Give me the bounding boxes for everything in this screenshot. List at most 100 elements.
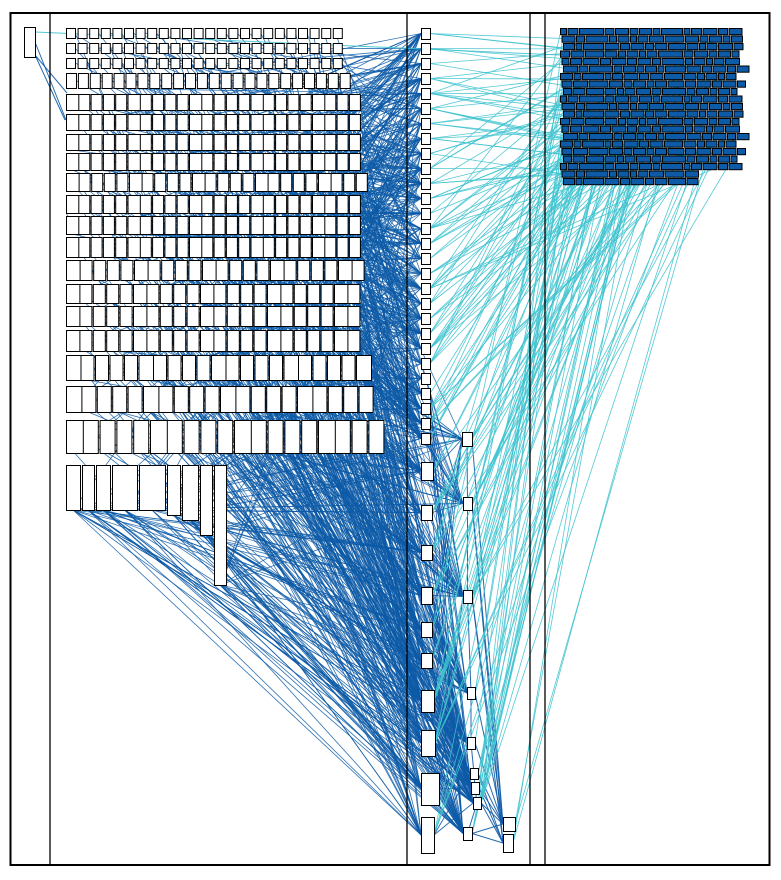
layer3-node-25 [421, 403, 431, 415]
layer2-node-214 [343, 173, 356, 192]
layer2-node-410 [266, 386, 282, 413]
layer2-node-233 [275, 195, 288, 214]
layer2-node-139 [299, 114, 312, 131]
layer2-node-33 [170, 43, 181, 54]
layer2-node-32 [158, 43, 169, 54]
layer3-node-36 [421, 773, 440, 806]
layer4-node-94 [697, 73, 705, 81]
layer2-node-82 [185, 73, 196, 89]
layer4-node-117 [624, 88, 636, 96]
layer4-node-114 [586, 88, 604, 96]
layer4-node-20 [637, 35, 649, 43]
layer2-node-186 [287, 153, 300, 171]
layer2-node-429 [267, 420, 284, 454]
layer2-node-352 [334, 306, 349, 327]
edge-1224 [480, 79, 722, 804]
layer3-branch-node-3 [467, 687, 476, 700]
layer4-node-38 [699, 43, 706, 51]
layer2-node-232 [262, 195, 275, 214]
layer2-node-18 [274, 28, 285, 39]
layer2-node-28 [112, 43, 123, 54]
layer2-node-102 [139, 94, 152, 111]
edge-937 [205, 534, 422, 836]
edge-956 [219, 584, 422, 661]
edge-1192 [429, 168, 640, 319]
layer4-node-17 [609, 35, 617, 43]
layer2-node-64 [251, 58, 262, 69]
layer4-node-182 [561, 125, 570, 133]
layer2-node-133 [225, 114, 238, 131]
layer4-node-275 [685, 170, 699, 178]
layer2-node-329 [320, 284, 334, 304]
layer2-node-121 [78, 114, 91, 131]
edge-1064 [471, 161, 731, 597]
layer2-node-375 [347, 330, 361, 352]
layer4-node-231 [655, 148, 667, 156]
edge-1025 [471, 438, 504, 825]
layer2-node-283 [299, 237, 312, 258]
layer4-node-21 [649, 35, 664, 43]
layer2-node-358 [119, 330, 133, 352]
layer4-node-77 [657, 65, 665, 73]
edge-1183 [434, 131, 707, 744]
layer4-node-170 [585, 118, 604, 126]
layer2-node-181 [225, 153, 238, 171]
edge-1213 [429, 123, 561, 229]
layer2-node-237 [324, 195, 337, 214]
layer4-node-180 [718, 118, 731, 126]
layer4-node-143 [609, 103, 617, 111]
layer4-node-150 [699, 103, 709, 111]
layer4-node-28 [563, 43, 575, 51]
layer2-node-342 [200, 306, 215, 327]
layer4-node-251 [730, 155, 738, 163]
layer2-node-347 [267, 306, 282, 327]
nodes-group [24, 27, 750, 854]
layer4-node-9 [683, 28, 691, 36]
layer2-node-77 [125, 73, 137, 89]
edge-1038 [471, 823, 504, 834]
layer4-node-42 [560, 50, 570, 58]
layer2-node-357 [106, 330, 120, 352]
layer4-node-34 [645, 43, 654, 51]
layer2-node-276 [213, 237, 226, 258]
edge-807 [207, 452, 422, 790]
layer2-node-88 [256, 73, 268, 89]
layer2-node-325 [267, 284, 282, 304]
layer4-node-11 [702, 28, 718, 36]
layer2-node-360 [146, 330, 160, 352]
layer4-node-52 [694, 50, 708, 58]
layer2-node-391 [283, 355, 300, 381]
layer2-node-72 [66, 73, 77, 89]
layer2-node-230 [238, 195, 251, 214]
edge-1189 [433, 86, 589, 836]
layer4-node-90 [639, 73, 649, 81]
layer2-node-412 [297, 386, 314, 413]
layer2-node-223 [152, 195, 165, 214]
layer2-node-140 [312, 114, 326, 131]
layer4-node-172 [618, 118, 626, 126]
layer2-node-42 [274, 43, 285, 54]
layer2-node-134 [238, 114, 251, 131]
layer4-node-193 [706, 125, 713, 133]
layer2-node-261 [324, 216, 337, 235]
layer2-node-128 [164, 114, 177, 131]
layer2-node-57 [170, 58, 181, 69]
edge-843 [87, 509, 422, 836]
layer2-node-136 [262, 114, 275, 131]
layer2-node-328 [307, 284, 321, 304]
layer4-node-53 [708, 50, 718, 58]
layer2-node-297 [188, 260, 202, 281]
layer4-node-35 [654, 43, 668, 51]
layer4-node-234 [696, 148, 712, 156]
layer2-node-25 [77, 43, 88, 54]
layer2-node-2 [89, 28, 100, 39]
layer2-node-194 [91, 173, 104, 192]
layer4-node-110 [722, 80, 737, 88]
layer4-node-169 [570, 118, 585, 126]
edge-825 [315, 436, 468, 694]
layer2-node-260 [312, 216, 326, 235]
edge-1155 [471, 71, 579, 597]
edge-765 [288, 411, 474, 804]
layer2-node-228 [213, 195, 226, 214]
layer4-node-44 [585, 50, 604, 58]
